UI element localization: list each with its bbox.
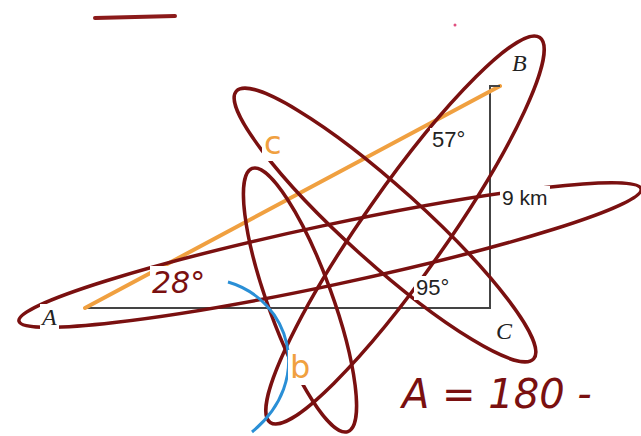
pen-dot	[454, 24, 457, 27]
triangle-top	[490, 85, 500, 87]
side-length: 9 km	[500, 186, 550, 209]
scribble-loop	[211, 63, 559, 387]
angle-label: 57°	[430, 128, 467, 152]
vertex-label: C	[494, 318, 514, 344]
angle-note: 28°	[150, 266, 207, 299]
scribble-loop	[13, 160, 641, 351]
scribble-loop	[222, 157, 378, 436]
side-name: b	[288, 350, 312, 385]
side-name: c	[262, 126, 284, 161]
angle-arc	[228, 282, 289, 432]
vertex-label: A	[40, 304, 59, 330]
handwritten-equation: A = 180 -	[400, 372, 594, 416]
angle-label: 95°	[414, 276, 451, 300]
pen-dash	[95, 16, 175, 18]
vertex-label: B	[510, 50, 529, 76]
